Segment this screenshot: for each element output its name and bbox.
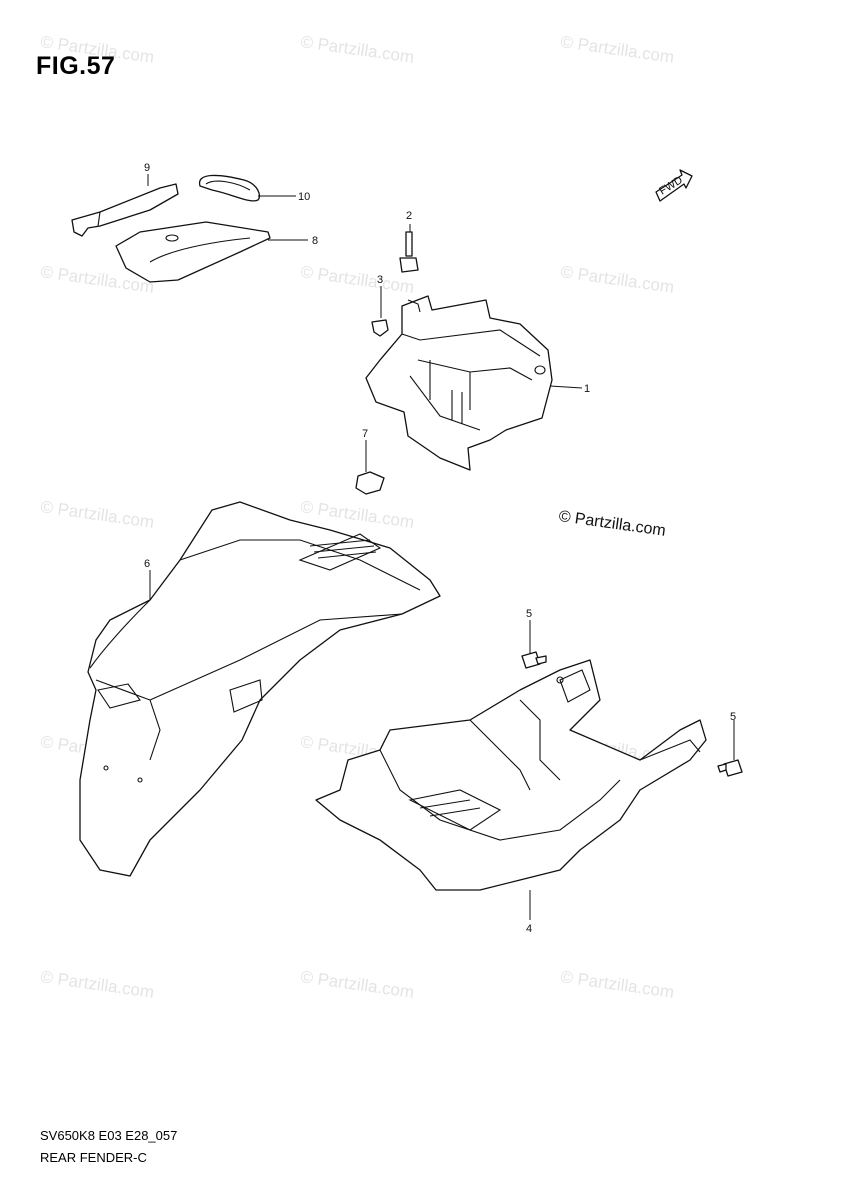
callout-10: 10 bbox=[298, 191, 310, 203]
part-5-bolt[interactable] bbox=[717, 759, 743, 777]
callout-2: 2 bbox=[406, 210, 412, 222]
part-4-inner-fender[interactable] bbox=[315, 659, 707, 891]
callout-7: 7 bbox=[362, 428, 368, 440]
part-5-bolt[interactable] bbox=[521, 651, 547, 669]
part-1-battery-box[interactable] bbox=[365, 295, 553, 471]
callout-5-right: 5 bbox=[730, 711, 736, 723]
callout-1: 1 bbox=[584, 383, 590, 395]
callout-8: 8 bbox=[312, 235, 318, 247]
part-3-clip[interactable] bbox=[371, 319, 389, 337]
callout-6: 6 bbox=[144, 558, 150, 570]
part-8-cover[interactable] bbox=[115, 221, 271, 283]
figure-name: REAR FENDER-C bbox=[40, 1150, 147, 1165]
figure-title: FIG.57 bbox=[36, 52, 116, 80]
part-9-bracket[interactable] bbox=[71, 183, 179, 237]
callout-4: 4 bbox=[526, 923, 532, 935]
part-10-band[interactable] bbox=[199, 174, 261, 202]
callout-3: 3 bbox=[377, 274, 383, 286]
part-2-bolt[interactable] bbox=[399, 231, 419, 273]
fwd-arrow-icon: FWD bbox=[655, 169, 693, 202]
callout-5: 5 bbox=[526, 608, 532, 620]
part-6-rear-fender[interactable] bbox=[79, 501, 441, 877]
part-7-fastener[interactable] bbox=[355, 471, 385, 495]
callout-9: 9 bbox=[144, 162, 150, 174]
figure-code: SV650K8 E03 E28_057 bbox=[40, 1128, 178, 1143]
